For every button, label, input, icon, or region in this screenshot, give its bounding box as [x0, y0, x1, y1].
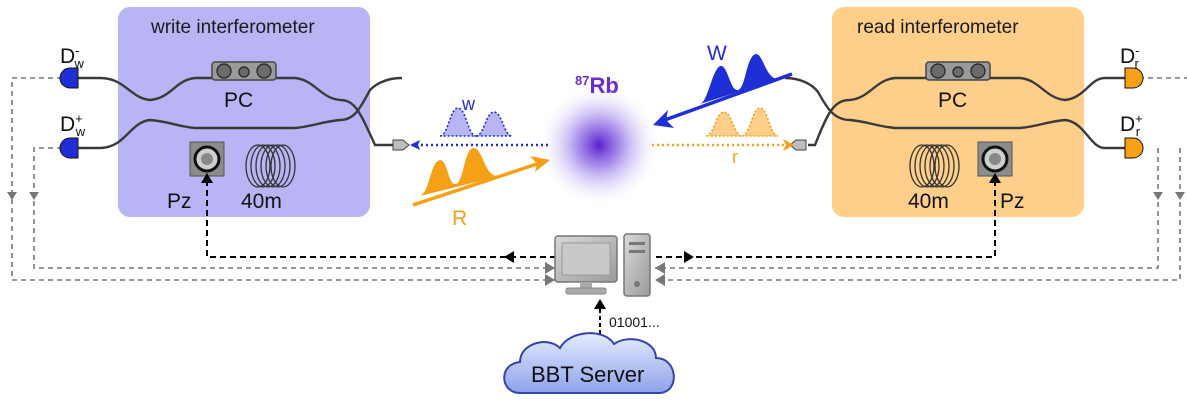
- write-detector-plus: [59, 137, 79, 159]
- rubidium-label: 87Rb: [575, 73, 619, 98]
- read-detector-plus-label: D+r: [1120, 111, 1143, 139]
- write-fiber-spool: [245, 144, 296, 188]
- read-pulse-label: R: [452, 207, 467, 230]
- write-polarization-controller: [211, 61, 277, 81]
- read-piezo: [977, 141, 1013, 177]
- read-polarization-controller: [925, 61, 991, 81]
- write-photon-arrowhead: [410, 140, 420, 150]
- write-interferometer-title: write interferometer: [150, 17, 315, 38]
- read-fiber-spool: [909, 144, 960, 188]
- write-minus-signal-line: [11, 77, 555, 281]
- signal-arrows: [7, 192, 1185, 286]
- write-piezo: [189, 141, 225, 177]
- write-pulse-beam: [661, 72, 793, 123]
- write-pc-label: PC: [224, 89, 253, 112]
- piezo-control-arrows: [201, 173, 1001, 263]
- read-outer-signal-line: [655, 148, 1181, 281]
- read-detector-plus: [1124, 137, 1144, 159]
- write-pz-label: Pz: [167, 190, 192, 213]
- read-pc-label: PC: [938, 89, 967, 112]
- write-photon-pulses: [439, 107, 513, 137]
- control-computer: [554, 233, 651, 297]
- read-photon-arrowhead: [783, 139, 794, 151]
- write-interferometer-box: [118, 7, 370, 217]
- read-fiber-coupler: [789, 139, 807, 151]
- write-pulse-shape: [700, 54, 782, 104]
- read-pulse-arrowhead: [530, 156, 550, 172]
- read-pulse-beam: [412, 161, 541, 207]
- write-pulse-arrowhead: [653, 110, 674, 128]
- server-link-arrow: [594, 299, 606, 309]
- bbt-server-cloud: [503, 332, 675, 394]
- read-photon-label: r: [732, 147, 738, 167]
- read-photon-pulses: [705, 107, 779, 137]
- read-pulse-shape: [420, 148, 500, 196]
- bbt-server-label: BBT Server: [531, 362, 644, 387]
- write-pulse-label: W: [707, 42, 727, 65]
- write-plus-signal-line: [33, 147, 553, 269]
- read-interferometer-box: [832, 7, 1084, 217]
- read-plus-signal-line: [655, 148, 1159, 269]
- read-interferometer-title: read interferometer: [857, 17, 1019, 38]
- write-photon-label: w: [461, 94, 476, 114]
- read-pz-label: Pz: [1000, 190, 1025, 213]
- write-detector-minus-label: D-w: [60, 43, 85, 71]
- rubidium-atom-cloud: [537, 83, 661, 207]
- read-fiber-length-label: 40m: [908, 190, 949, 213]
- write-fiber-coupler: [392, 139, 410, 151]
- bit-stream-label: 01001...: [609, 314, 660, 330]
- read-detector-minus: [1124, 67, 1144, 89]
- write-detector-plus-label: D+w: [60, 111, 86, 139]
- write-detector-minus: [59, 67, 79, 89]
- piezo-control-lines: [206, 180, 996, 258]
- write-fiber-length-label: 40m: [241, 190, 282, 213]
- read-fiber-network: [784, 76, 1125, 150]
- read-detector-minus-label: D-r: [1120, 43, 1140, 71]
